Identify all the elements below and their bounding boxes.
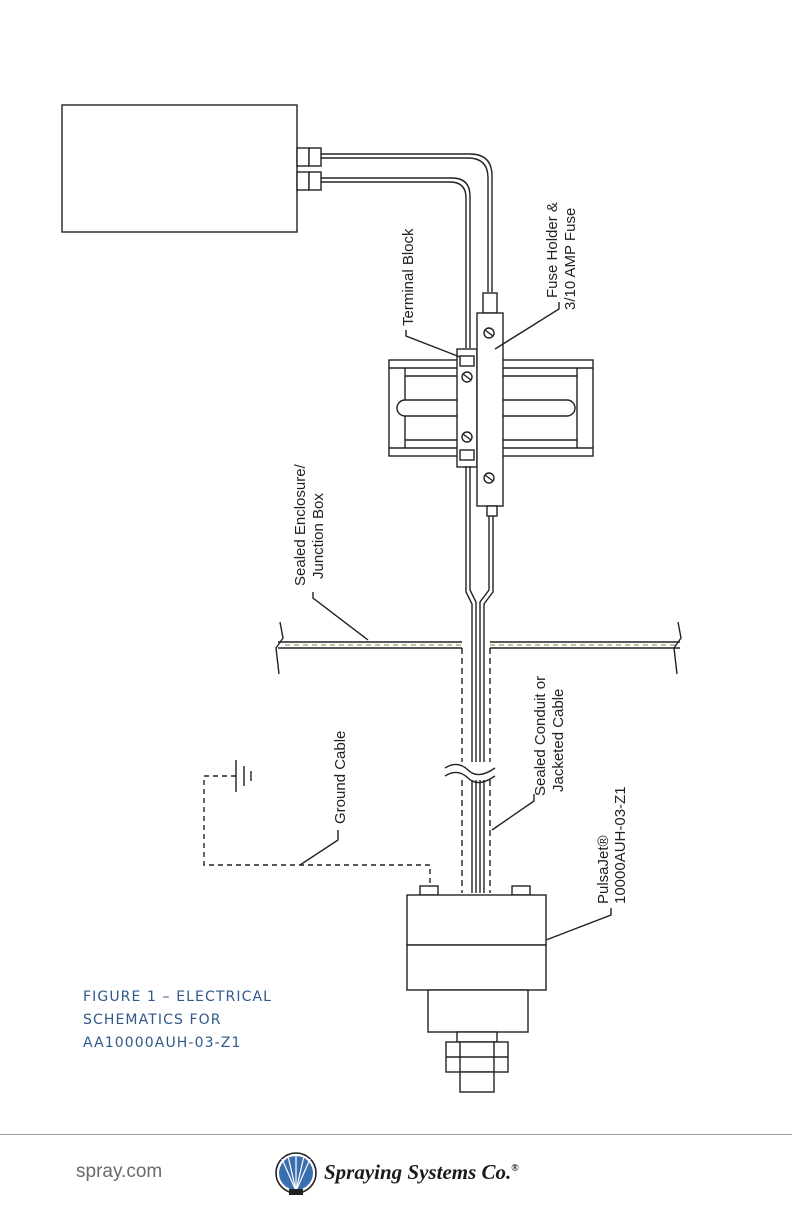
label-sealed-conduit-line1: Sealed Conduit or — [532, 676, 549, 796]
ground-symbol — [236, 760, 251, 792]
caption-line-2: SCHEMATICS FOR — [83, 1009, 303, 1032]
caption-line-1: FIGURE 1 – ELECTRICAL — [83, 986, 303, 1009]
label-pulsajet-line1: PulsaJet® — [595, 835, 612, 904]
label-pulsajet-line2: 10000AUH-03-Z1 — [612, 786, 629, 904]
pulsajet-unit — [407, 886, 546, 1092]
footer-divider — [0, 1134, 792, 1135]
fuse-holder — [477, 293, 503, 516]
spraying-systems-logo-icon — [274, 1151, 318, 1197]
controller-connector — [297, 148, 321, 190]
brand-text: Spraying Systems Co. — [324, 1160, 511, 1184]
cable-to-sensor — [466, 466, 493, 893]
caption-line-3: AA10000AUH-03-Z1 — [83, 1032, 303, 1055]
conduit-break-marks — [445, 764, 495, 782]
label-terminal-block: Terminal Block — [400, 228, 417, 326]
label-ground-cable: Ground Cable — [332, 731, 349, 824]
label-fuse-holder-line1: Fuse Holder & — [544, 202, 561, 298]
label-fuse-holder-line2: 3/10 AMP Fuse — [562, 208, 579, 310]
controller-box — [62, 105, 297, 232]
terminal-block — [457, 349, 477, 467]
diagram-labels: Terminal Block Fuse Holder & 3/10 AMP Fu… — [292, 202, 629, 904]
footer-url-link[interactable]: spray.com — [76, 1161, 162, 1183]
enclosure-wall — [276, 622, 681, 674]
electrical-schematic-diagram: Terminal Block Fuse Holder & 3/10 AMP Fu… — [0, 0, 792, 1134]
label-sealed-conduit-line2: Jacketed Cable — [550, 689, 567, 792]
figure-caption: FIGURE 1 – ELECTRICAL SCHEMATICS FOR AA1… — [83, 986, 303, 1055]
brand-name: Spraying Systems Co.® — [324, 1160, 519, 1185]
brand-registered-mark: ® — [511, 1163, 518, 1174]
ground-cable — [204, 776, 430, 893]
label-sealed-enclosure-line1: Sealed Enclosure/ — [292, 463, 309, 586]
label-sealed-enclosure-line2: Junction Box — [310, 493, 327, 579]
